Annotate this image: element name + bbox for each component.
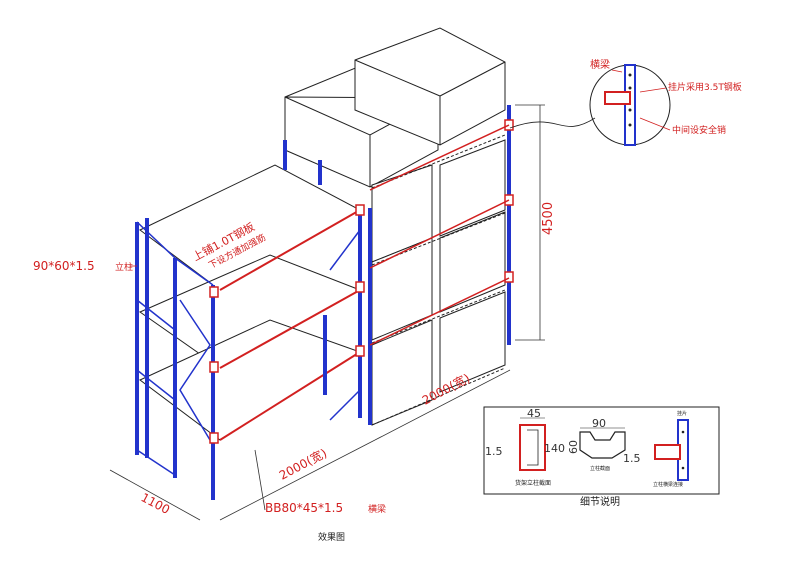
callout-plate-label: 挂片采用3.5T钢板 <box>668 81 742 93</box>
shelf-decks <box>138 164 362 441</box>
beam-width: 90 <box>592 417 606 430</box>
beam-height: 60 <box>567 440 580 454</box>
upright-spec-text: 90*60*1.5 <box>33 259 95 273</box>
upright-width: 45 <box>527 407 541 420</box>
upright-spec-label: 90*60*1.5 立柱 <box>33 259 137 273</box>
upright-spec-suffix: 立柱 <box>115 261 133 273</box>
depth-dimension: 1100 <box>139 490 173 517</box>
upright-section: 45 140 1.5 货架立柱截面 <box>485 407 565 487</box>
connector-caption: 立柱横梁连接 <box>653 481 683 488</box>
height-dimension: 4500 <box>541 202 556 235</box>
callout-beam-label: 横梁 <box>590 58 610 71</box>
connector-callout: 横梁 挂片采用3.5T钢板 中间设安全销 <box>509 58 742 146</box>
upright-thickness: 1.5 <box>485 445 503 458</box>
beam-spec-text: BB80*45*1.5 <box>265 501 343 515</box>
beam-section: 90 60 1.5 立柱截面 <box>567 417 641 472</box>
upright-caption: 货架立柱截面 <box>515 479 551 487</box>
beam-connectors <box>209 119 514 444</box>
dimension-lines <box>109 104 545 521</box>
connector-tag: 挂片 <box>677 410 687 417</box>
detail-panel: 45 140 1.5 货架立柱截面 90 60 1.5 立柱截面 挂片 立柱横梁… <box>483 406 720 508</box>
caption: 效果图 <box>318 531 345 543</box>
detail-title: 细节说明 <box>580 495 620 508</box>
beam-caption: 立柱截面 <box>590 465 610 472</box>
frame-bracing <box>136 221 361 476</box>
upright-frames <box>135 105 511 500</box>
beam-spec-label: BB80*45*1.5 横梁 <box>265 501 386 515</box>
callout-pin-label: 中间设安全销 <box>672 124 726 136</box>
connector-section: 挂片 立柱横梁连接 <box>653 410 689 488</box>
beam-spec-suffix: 横梁 <box>368 503 386 515</box>
pallet-loads <box>284 27 506 426</box>
upright-depth: 140 <box>544 442 565 455</box>
beam-thickness: 1.5 <box>623 452 641 465</box>
